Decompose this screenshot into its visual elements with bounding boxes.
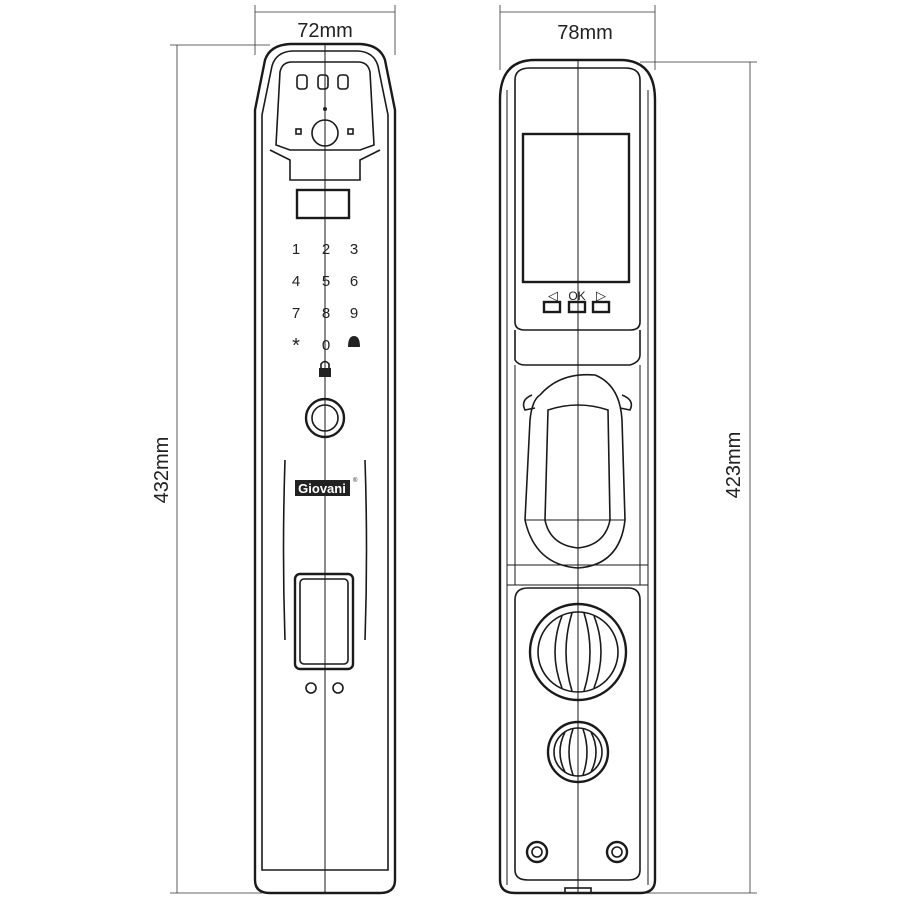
key-5[interactable]: 5 [322,273,330,290]
key-7[interactable]: 7 [292,305,300,322]
fingerprint-sensor[interactable] [304,397,346,439]
prev-label: ◁ [548,288,558,303]
front-view: 1 2 3 4 5 6 7 8 9 * 0 Giovani ® [253,42,397,895]
front-width-label: 72mm [297,20,353,42]
upper-knob[interactable] [528,602,628,702]
lock-icon[interactable] [319,360,331,378]
back-height-label: 423mm [723,432,745,499]
ok-label: OK [568,289,585,303]
key-0[interactable]: 0 [322,337,330,354]
next-button[interactable] [591,300,611,314]
video-screen [521,132,631,284]
screw-right [605,840,629,864]
prev-button[interactable] [542,300,562,314]
bell-icon[interactable] [348,336,360,347]
svg-text:Giovani: Giovani [298,481,346,496]
front-height-label: 432mm [151,437,173,504]
inner-handle[interactable] [522,373,633,569]
door-handle[interactable] [293,572,355,671]
ok-button[interactable] [567,300,587,314]
keypad: 1 2 3 4 5 6 7 8 9 * 0 [292,241,360,377]
front-width-dimension: 72mm [254,5,396,55]
display-window [295,188,351,220]
back-width-dimension: 78mm [499,5,656,70]
back-height-dimension: 423mm [640,61,757,894]
key-3[interactable]: 3 [350,241,358,258]
key-1[interactable]: 1 [292,241,300,258]
screw-left [525,840,549,864]
back-view: ◁ OK ▷ [498,58,657,895]
key-8[interactable]: 8 [322,305,330,322]
key-9[interactable]: 9 [350,305,358,322]
key-4[interactable]: 4 [292,273,300,290]
back-width-label: 78mm [557,22,613,44]
key-6[interactable]: 6 [350,273,358,290]
key-star[interactable]: * [292,335,300,357]
thumb-turn-knob[interactable] [546,720,610,784]
svg-text:®: ® [353,477,358,484]
front-height-dimension: 432mm [151,44,270,894]
key-2[interactable]: 2 [322,241,330,258]
brand-logo: Giovani ® [295,477,358,496]
screen-buttons: ◁ OK ▷ [542,288,611,314]
next-label: ▷ [596,288,606,303]
